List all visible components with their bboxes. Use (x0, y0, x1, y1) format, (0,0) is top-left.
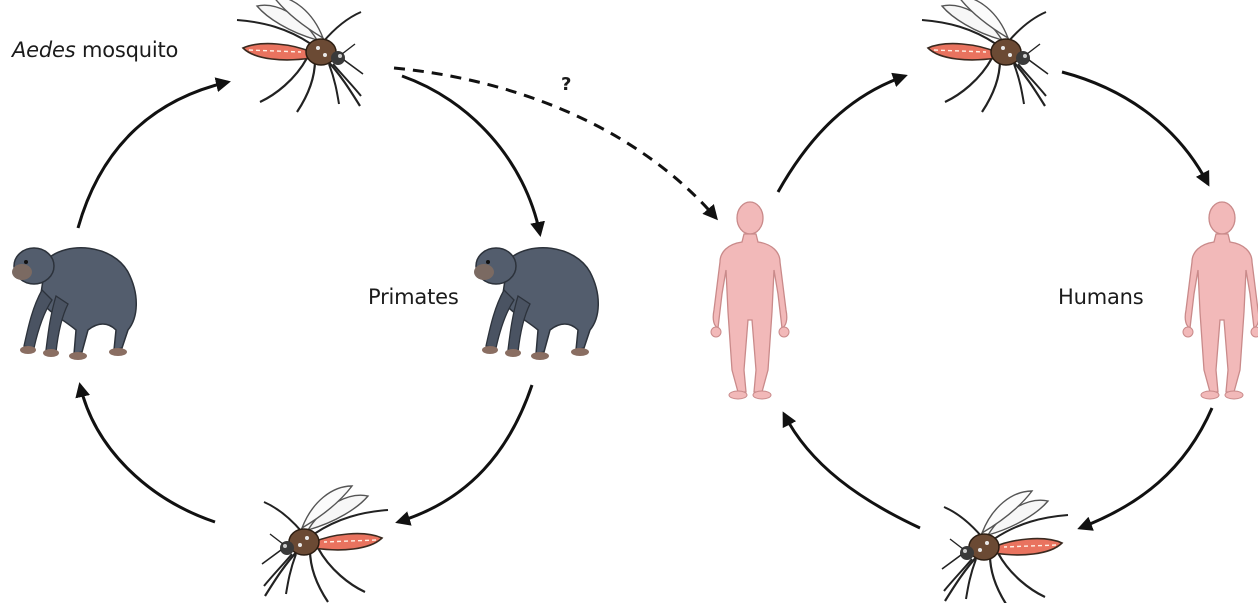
mosquito-label-genus: Aedes (12, 38, 75, 62)
mosquito-icon (262, 486, 388, 602)
mosquito-icon (922, 0, 1048, 112)
mosquito-label-rest: mosquito (75, 38, 178, 62)
arrow-chimp-to-mosquito-left (78, 82, 228, 228)
arrow-human-to-mosquito-right (778, 76, 905, 192)
chimpanzee-icon (12, 248, 136, 360)
arrow-mosquito-to-humans (1062, 72, 1208, 184)
humans-label: Humans (1058, 285, 1143, 309)
mosquito-label: Aedes mosquito (12, 38, 178, 62)
uncertain-link-label: ? (561, 74, 571, 95)
arrow-mosquito-bottom-to-human (784, 414, 920, 528)
arrow-humans-to-mosquito-bottom (1080, 408, 1212, 528)
arrow-mosquito-bottom-to-chimp (80, 385, 215, 522)
mosquito-icon (942, 491, 1068, 603)
chimpanzee-icon (474, 248, 598, 360)
mosquito-icon (237, 0, 363, 112)
arrow-primates-to-mosquito-bottom (398, 385, 532, 522)
primates-label: Primates (368, 285, 459, 309)
human-figure-icon (1183, 202, 1258, 399)
human-figure-icon (711, 202, 789, 399)
arrow-mosquito-to-primates (402, 76, 540, 234)
dashed-arrow-spillover (394, 68, 716, 218)
